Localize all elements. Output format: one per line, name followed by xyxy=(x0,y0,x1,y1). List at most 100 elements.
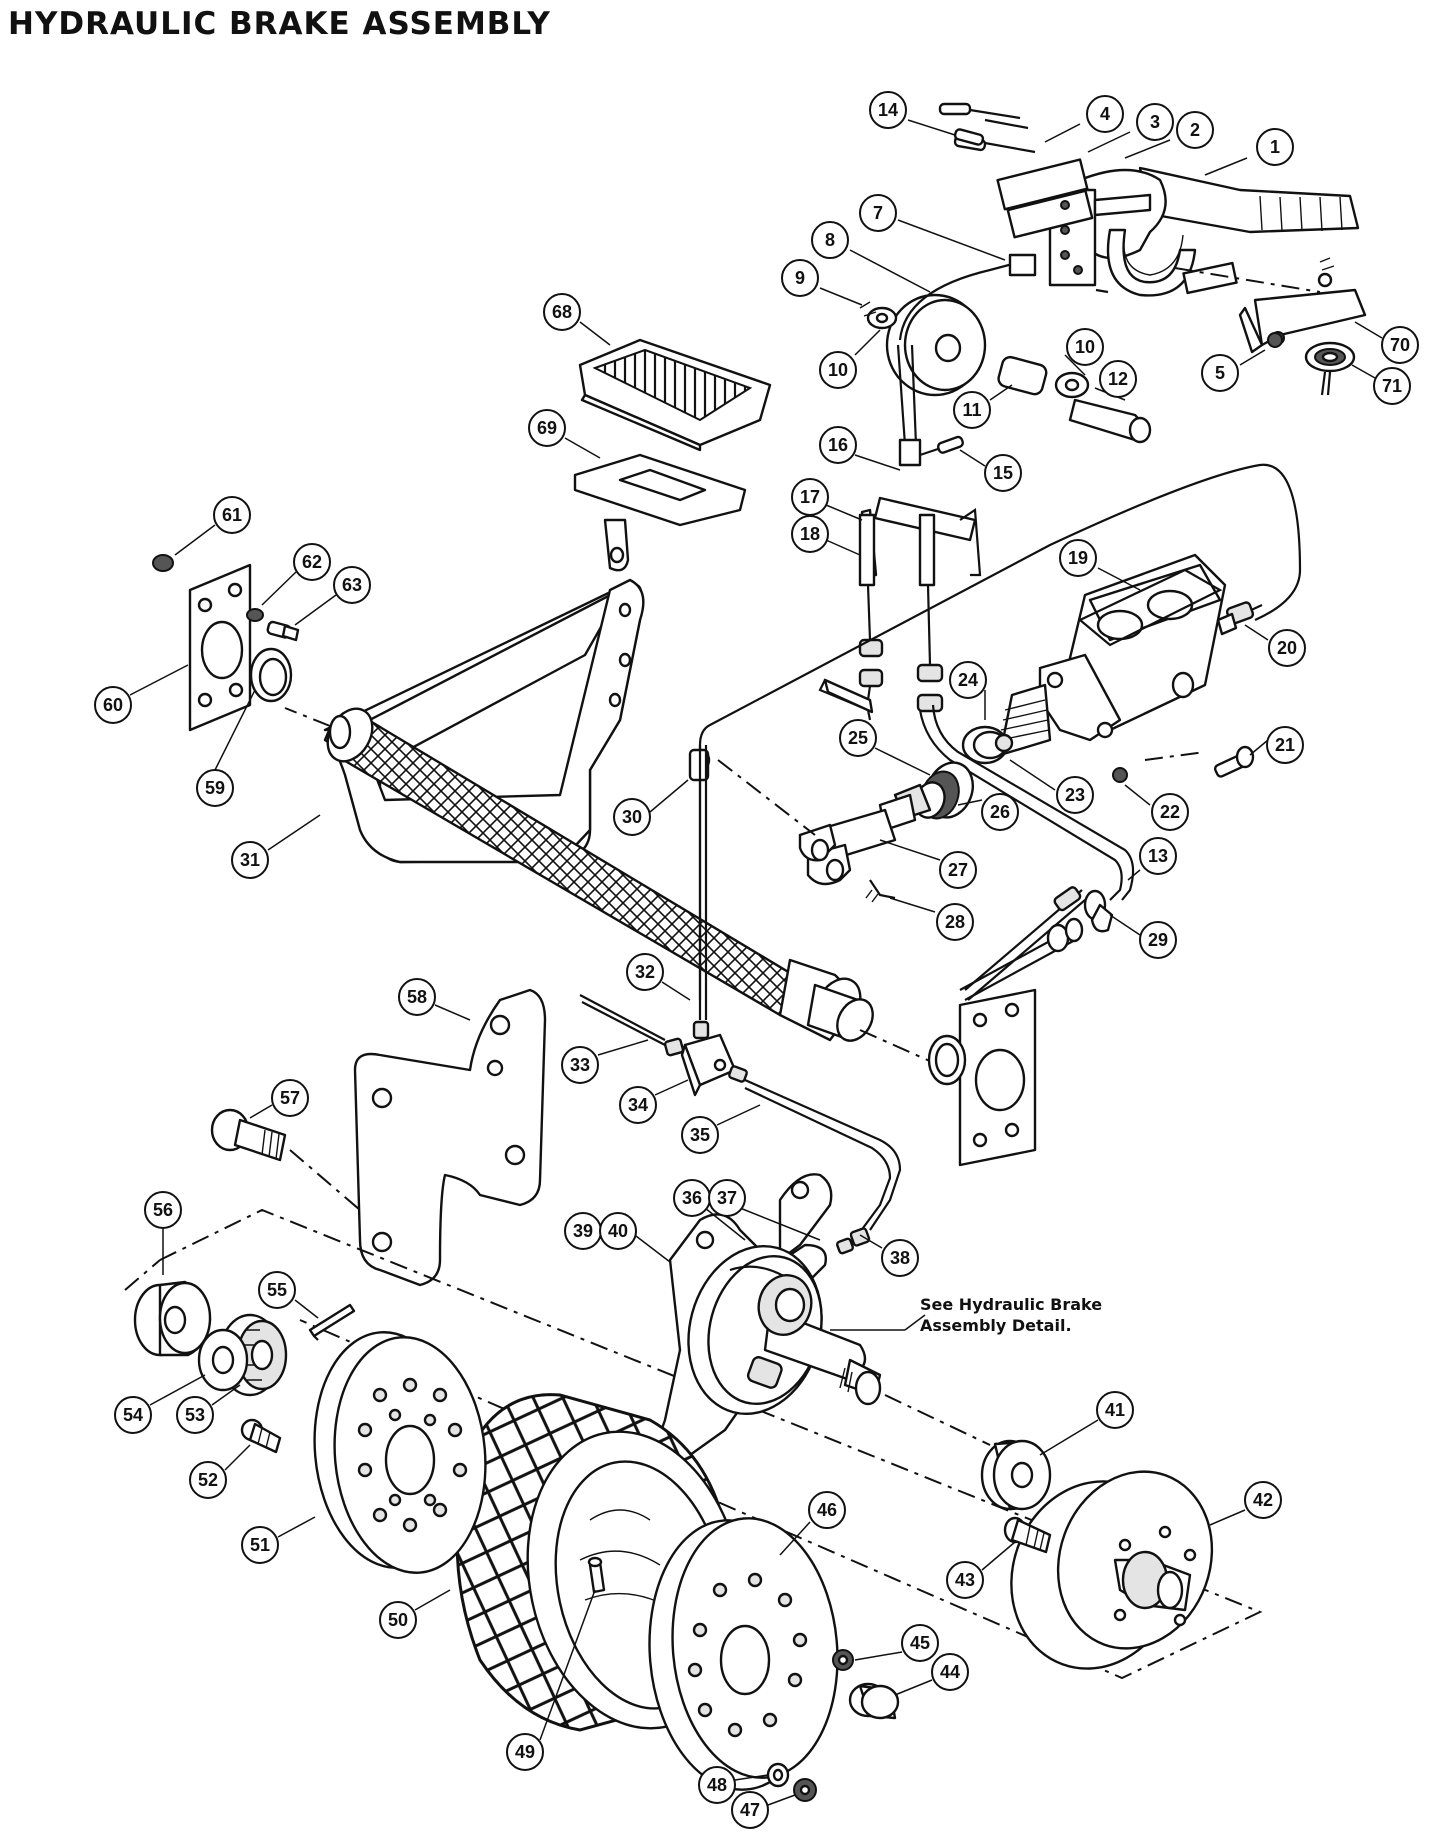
washer-54 xyxy=(197,1328,249,1392)
brake-tee-fitting xyxy=(663,1020,748,1097)
svg-text:35: 35 xyxy=(690,1125,710,1145)
svg-text:1: 1 xyxy=(1270,137,1280,157)
svg-text:10: 10 xyxy=(1075,337,1095,357)
callout-21: 21 xyxy=(1249,726,1304,764)
wheel-rim-51 xyxy=(313,1331,487,1574)
svg-text:38: 38 xyxy=(890,1248,910,1268)
svg-text:18: 18 xyxy=(800,524,820,544)
callout-57: 57 xyxy=(249,1079,309,1119)
svg-text:54: 54 xyxy=(123,1405,143,1425)
svg-text:8: 8 xyxy=(825,230,835,250)
callout-60: 60 xyxy=(94,664,189,724)
callout-24: 24 xyxy=(949,661,987,720)
svg-text:12: 12 xyxy=(1108,369,1128,389)
callout-22: 22 xyxy=(1124,784,1189,831)
svg-text:4: 4 xyxy=(1100,104,1110,124)
callout-12: 12 xyxy=(1094,360,1137,401)
svg-text:50: 50 xyxy=(388,1610,408,1630)
svg-text:25: 25 xyxy=(848,728,868,748)
pin-12 xyxy=(1128,416,1152,444)
callout-69: 69 xyxy=(528,409,601,459)
svg-text:21: 21 xyxy=(1275,735,1295,755)
pulley-71 xyxy=(1304,341,1356,396)
svg-text:9: 9 xyxy=(795,268,805,288)
svg-text:34: 34 xyxy=(628,1095,648,1115)
svg-text:39: 39 xyxy=(573,1221,593,1241)
callout-63: 63 xyxy=(294,566,371,626)
pushrod-clevis xyxy=(688,748,974,903)
callout-46: 46 xyxy=(779,1491,846,1556)
callout-3: 3 xyxy=(1087,103,1174,153)
callout-5: 5 xyxy=(1201,349,1266,392)
callout-25: 25 xyxy=(839,719,931,776)
callout-4: 4 xyxy=(1044,95,1124,143)
spindle-knuckle xyxy=(654,1173,882,1527)
bolt-14 xyxy=(953,128,985,146)
callout-31: 31 xyxy=(231,814,321,879)
callout-2: 2 xyxy=(1124,111,1214,159)
callout-15: 15 xyxy=(959,449,1022,492)
callout-38: 38 xyxy=(859,1234,919,1277)
callout-58: 58 xyxy=(398,978,471,1021)
note-line-1: See Hydraulic Brake xyxy=(920,1295,1102,1314)
callout-33: 33 xyxy=(561,1039,649,1084)
pedal-arm xyxy=(573,453,747,572)
callout-13: 13 xyxy=(1127,837,1177,881)
callout-53: 53 xyxy=(176,1384,241,1434)
svg-text:15: 15 xyxy=(993,463,1013,483)
hub-drum-42 xyxy=(1010,1470,1214,1670)
svg-text:2: 2 xyxy=(1190,120,1200,140)
svg-text:10: 10 xyxy=(828,360,848,380)
svg-text:7: 7 xyxy=(873,203,883,223)
callout-51: 51 xyxy=(241,1516,316,1564)
svg-text:23: 23 xyxy=(1065,785,1085,805)
callout-30: 30 xyxy=(613,779,689,836)
callout-36: 36 xyxy=(673,1179,746,1241)
svg-text:19: 19 xyxy=(1068,548,1088,568)
svg-text:31: 31 xyxy=(240,850,260,870)
callout-17: 17 xyxy=(791,478,863,521)
callout-29: 29 xyxy=(1109,914,1177,959)
svg-text:17: 17 xyxy=(800,487,820,507)
callout-50: 50 xyxy=(379,1589,451,1639)
svg-text:55: 55 xyxy=(267,1280,287,1300)
svg-text:60: 60 xyxy=(103,695,123,715)
callout-61: 61 xyxy=(174,496,251,556)
svg-text:62: 62 xyxy=(302,552,322,572)
svg-text:41: 41 xyxy=(1105,1400,1125,1420)
callout-23: 23 xyxy=(1009,759,1094,814)
cable-bracket xyxy=(818,496,982,721)
callout-48: 48 xyxy=(698,1766,769,1804)
callout-54: 54 xyxy=(114,1374,206,1434)
svg-text:42: 42 xyxy=(1253,1490,1273,1510)
svg-text:13: 13 xyxy=(1148,846,1168,866)
callout-32: 32 xyxy=(626,953,691,1001)
svg-text:11: 11 xyxy=(962,400,981,420)
callout-18: 18 xyxy=(791,515,861,556)
callout-34: 34 xyxy=(619,1079,689,1124)
svg-text:71: 71 xyxy=(1382,376,1402,396)
callout-10b: 10 xyxy=(1064,328,1104,376)
pulley-bracket xyxy=(1174,257,1367,354)
cotter-pin-55 xyxy=(308,1303,356,1341)
brake-pedal-pad xyxy=(578,338,772,452)
bolt-21 xyxy=(1213,745,1255,778)
callout-26: 26 xyxy=(957,793,1019,831)
callout-49: 49 xyxy=(506,1589,596,1771)
svg-text:70: 70 xyxy=(1390,335,1410,355)
callout-41: 41 xyxy=(1039,1391,1134,1456)
callout-27: 27 xyxy=(879,839,977,889)
cable-end-7 xyxy=(1008,253,1037,277)
spacer-41 xyxy=(980,1439,1052,1511)
svg-text:59: 59 xyxy=(205,778,225,798)
callout-44: 44 xyxy=(894,1653,969,1696)
svg-text:63: 63 xyxy=(342,575,362,595)
callout-71: 71 xyxy=(1351,364,1411,405)
svg-text:26: 26 xyxy=(990,802,1010,822)
svg-text:69: 69 xyxy=(537,418,557,438)
svg-text:68: 68 xyxy=(552,302,572,322)
callout-62: 62 xyxy=(261,543,331,606)
svg-text:52: 52 xyxy=(198,1470,218,1490)
svg-text:40: 40 xyxy=(608,1221,628,1241)
